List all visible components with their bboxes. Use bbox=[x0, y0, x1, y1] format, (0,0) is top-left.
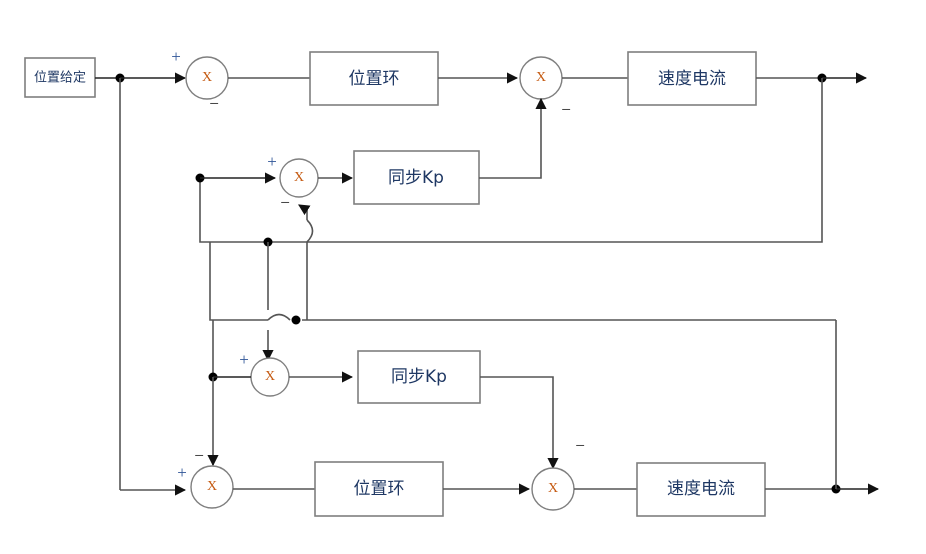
block-position-reference bbox=[24, 57, 96, 98]
wire-hop-top-feedback-cross bbox=[306, 219, 314, 243]
sum-sync-top-label: X bbox=[294, 170, 304, 185]
block-position-reference-label: 位置给定 bbox=[34, 71, 86, 86]
block-speed-current-top-label: 速度电流 bbox=[658, 69, 726, 89]
sum-sync-bot-label: X bbox=[265, 369, 275, 384]
block-sync-kp-top-label: 同步Kp bbox=[388, 168, 444, 188]
sum-bot-2-label: X bbox=[548, 481, 558, 496]
sum-sync-top-sign-plus: + bbox=[267, 152, 277, 171]
block-sync-kp-bot-label: 同步Kp bbox=[391, 367, 447, 387]
wire-into-sum-sync-top-minus bbox=[298, 204, 311, 216]
sum-top-2-sign-minus: − bbox=[561, 100, 571, 119]
sum-top-1-label: X bbox=[202, 70, 212, 85]
sum-bot-2-sign-minus: − bbox=[575, 436, 585, 455]
wire-top-feedback-path bbox=[199, 78, 823, 243]
block-position-loop-bot bbox=[314, 461, 444, 517]
sum-bot-1-label: X bbox=[207, 479, 217, 494]
sum-top-1-sign-minus: − bbox=[209, 94, 219, 113]
sum-top-2-label: X bbox=[536, 70, 546, 85]
block-position-loop-top-label: 位置环 bbox=[349, 69, 400, 89]
wire-sync-kp-top-to-sum-top-2 bbox=[479, 97, 547, 179]
wire-bottom-feedback-left-seg bbox=[209, 242, 268, 321]
block-speed-current-bot-label: 速度电流 bbox=[667, 479, 735, 499]
sum-sync-bot-sign-plus: + bbox=[239, 350, 249, 369]
wire-hop-bottom-feedback bbox=[267, 313, 291, 321]
junction-dot-bottom-fb-tap bbox=[291, 315, 301, 325]
block-speed-current-bot bbox=[636, 462, 766, 517]
sum-sync-top-sign-minus: − bbox=[280, 193, 290, 212]
sum-bot-1-sign-minus: − bbox=[194, 446, 204, 465]
sum-bot-1 bbox=[190, 465, 234, 509]
block-sync-kp-top bbox=[353, 150, 480, 205]
block-position-loop-bot-label: 位置环 bbox=[354, 479, 405, 499]
sum-bot-1-sign-plus: + bbox=[177, 463, 187, 482]
wire-sync-kp-bot-to-sum-bot-2 bbox=[480, 376, 559, 470]
block-speed-current-top bbox=[627, 51, 757, 106]
sum-top-1-sign-plus: + bbox=[171, 47, 181, 66]
